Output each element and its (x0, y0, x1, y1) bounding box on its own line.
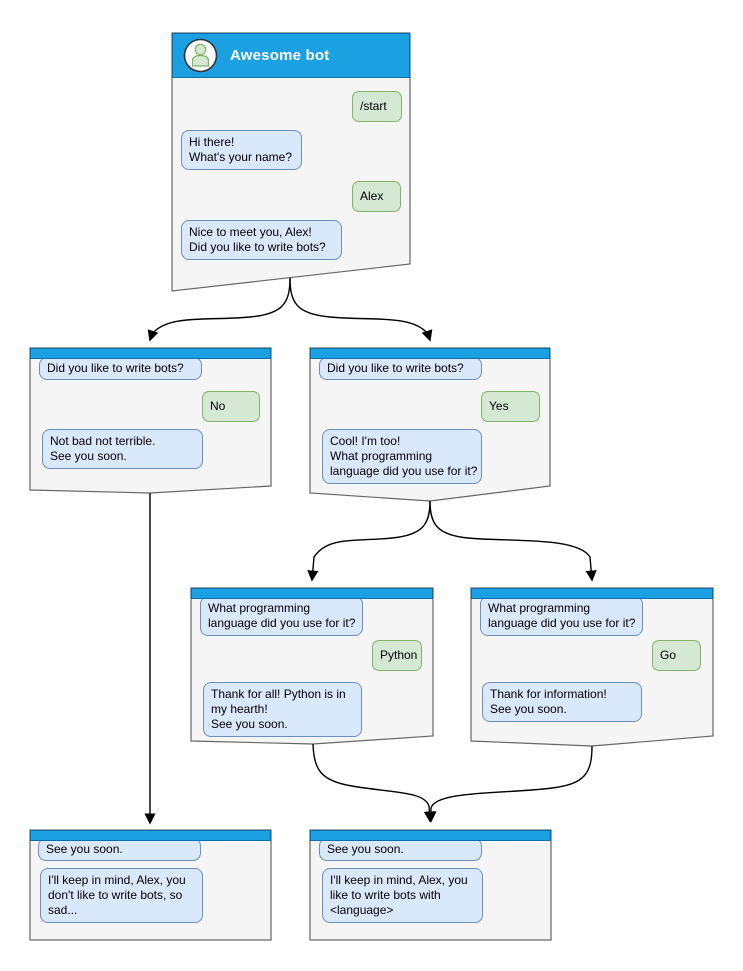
edge-main-to-branch-no (147, 277, 291, 342)
chat-window-end-no: See you soon. I'll keep in mind, Alex, y… (30, 830, 271, 940)
bot-message-bubble: I'll keep in mind, Alex, you don't like … (40, 868, 203, 923)
bot-message-bubble: See you soon. (319, 838, 482, 861)
user-message-bubble: No (202, 391, 260, 422)
branch-python-window-header (191, 588, 433, 599)
bot-message-bubble: Nice to meet you, Alex! Did you like to … (181, 220, 342, 260)
user-message-bubble: Go (652, 640, 701, 671)
branch-go-window-header (471, 588, 713, 599)
user-message-bubble: Python (372, 640, 422, 671)
edge-main-to-branch-yes (289, 277, 433, 342)
chat-window-main: /start Hi there! What's your name? Alex … (172, 33, 410, 291)
user-message-bubble: /start (352, 91, 402, 122)
chat-window-branch-go: What programming language did you use fo… (471, 588, 713, 746)
edge-python-to-end-yes (312, 743, 435, 823)
chat-window-end-yes: See you soon. I'll keep in mind, Alex, y… (310, 830, 551, 940)
bot-name-title: Awesome bot (230, 47, 330, 64)
bot-message-bubble: Did you like to write bots? (319, 357, 482, 380)
edge-branch-yes-to-go (429, 500, 597, 582)
bot-message-bubble: Thank for all! Python is in my hearth! S… (203, 682, 362, 737)
bot-message-bubble: See you soon. (38, 838, 201, 861)
edge-go-to-end-yes (425, 745, 593, 823)
bot-avatar-icon (183, 38, 218, 73)
bot-message-bubble: Cool! I'm too! What programming language… (322, 429, 482, 484)
bot-message-bubble: I'll keep in mind, Alex, you like to wri… (322, 868, 483, 923)
chat-window-branch-no: Did you like to write bots? No Not bad n… (30, 348, 271, 494)
bot-message-bubble: Thank for information! See you soon. (482, 682, 642, 722)
edge-branch-yes-to-python (307, 500, 431, 582)
chat-window-branch-python: What programming language did you use fo… (191, 588, 433, 746)
branch-yes-window-header (310, 348, 550, 359)
end-no-window-header (30, 830, 271, 841)
bot-message-bubble: Did you like to write bots? (39, 357, 202, 380)
end-yes-window-header (310, 830, 551, 841)
bot-message-bubble: Hi there! What's your name? (181, 130, 302, 170)
main-window-header: Awesome bot (172, 33, 410, 78)
bot-message-bubble: What programming language did you use fo… (480, 596, 643, 636)
branch-no-window-header (30, 348, 271, 359)
user-message-bubble: Alex (352, 181, 401, 212)
chat-window-branch-yes: Did you like to write bots? Yes Cool! I'… (310, 348, 550, 502)
user-message-bubble: Yes (481, 391, 540, 422)
bot-message-bubble: Not bad not terrible. See you soon. (42, 429, 203, 469)
bot-message-bubble: What programming language did you use fo… (200, 596, 363, 636)
